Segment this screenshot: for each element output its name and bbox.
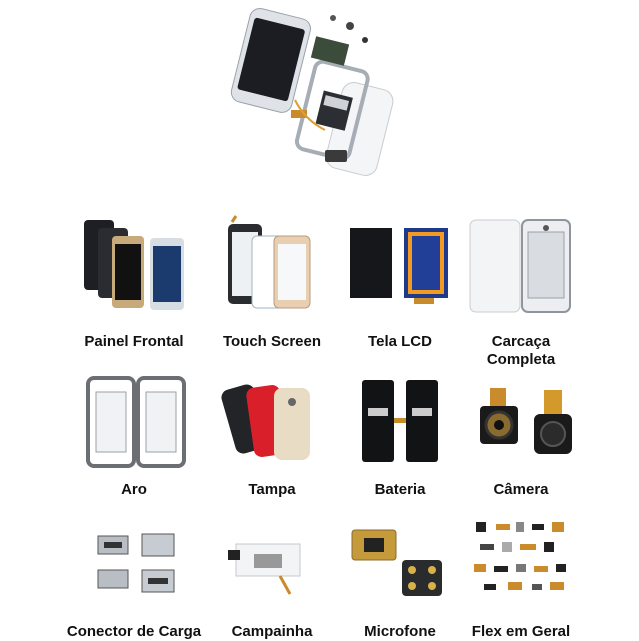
camera-module-icon bbox=[476, 384, 576, 464]
front-panel-icon bbox=[80, 218, 190, 312]
frame-icon bbox=[86, 376, 186, 468]
item-label-microphone: Microfone bbox=[364, 623, 436, 640]
battery-icon bbox=[360, 378, 444, 464]
back-cover-icon bbox=[218, 380, 322, 464]
item-label-speaker: Campainha bbox=[231, 623, 313, 640]
touch-screen-icon bbox=[222, 214, 322, 310]
speaker-icon bbox=[226, 536, 310, 596]
item-label-front-panel: Painel Frontal bbox=[84, 333, 184, 350]
item-label-back-cover: Tampa bbox=[248, 481, 296, 498]
item-label-housing: Carcaça Completa bbox=[486, 333, 556, 368]
item-label-battery: Bateria bbox=[374, 481, 426, 498]
exploded-phone-illustration bbox=[225, 0, 415, 180]
microphone-icon bbox=[348, 526, 452, 602]
housing-icon bbox=[468, 218, 574, 314]
item-label-lcd: Tela LCD bbox=[368, 333, 432, 350]
item-label-touch-screen: Touch Screen bbox=[222, 333, 322, 350]
item-label-charging-connector: Conector de Carga bbox=[66, 623, 202, 640]
charging-connector-icon bbox=[92, 530, 188, 602]
item-label-camera: Câmera bbox=[493, 481, 549, 498]
flex-cables-icon bbox=[470, 518, 574, 602]
item-label-frame: Aro bbox=[121, 481, 147, 498]
item-label-flex: Flex em Geral bbox=[471, 623, 571, 640]
lcd-screen-icon bbox=[348, 226, 452, 306]
